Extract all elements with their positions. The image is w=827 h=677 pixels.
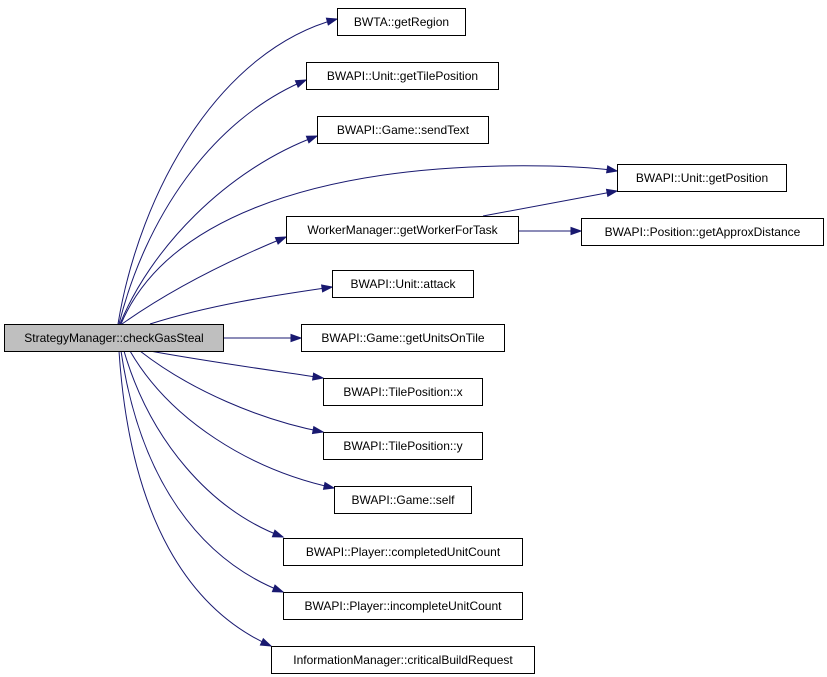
edge-root-to-getWorkerForTask bbox=[121, 236, 288, 325]
node-box bbox=[323, 432, 483, 460]
edge-root-to-attack bbox=[149, 284, 334, 325]
arrowhead-icon bbox=[271, 529, 285, 538]
root-node-root[interactable]: StrategyManager::checkGasSteal bbox=[4, 324, 224, 352]
node-box bbox=[4, 324, 224, 352]
arrowhead-icon bbox=[274, 236, 288, 245]
edge-root-to-getPosition bbox=[120, 165, 619, 325]
edge-line bbox=[139, 350, 324, 433]
node-box bbox=[283, 592, 523, 620]
node-label: BWAPI::Game::self bbox=[352, 493, 456, 507]
node-box bbox=[301, 324, 505, 352]
node-label: BWAPI::Unit::getTilePosition bbox=[327, 69, 478, 83]
nodes-layer: StrategyManager::checkGasSteal BWTA::getR… bbox=[4, 8, 824, 674]
node-box bbox=[337, 8, 466, 36]
edge-getWorkerForTask-to-getPosition bbox=[482, 188, 619, 217]
node-box bbox=[581, 218, 824, 246]
arrowhead-icon bbox=[290, 333, 303, 343]
node-box bbox=[286, 216, 519, 244]
edge-line bbox=[149, 350, 324, 379]
node-incompleteUnitCount[interactable]: BWAPI::Player::incompleteUnitCount bbox=[283, 592, 523, 620]
node-label: BWAPI::Unit::attack bbox=[351, 277, 457, 291]
node-self[interactable]: BWAPI::Game::self bbox=[334, 486, 472, 514]
edge-root-to-getUnitsOnTile bbox=[223, 333, 303, 343]
edge-line bbox=[129, 350, 335, 489]
edge-root-to-tileX bbox=[149, 350, 325, 381]
node-box bbox=[283, 538, 523, 566]
node-label: BWAPI::Unit::getPosition bbox=[636, 171, 768, 185]
edge-root-to-getTilePosition bbox=[118, 79, 308, 325]
node-label: BWAPI::Position::getApproxDistance bbox=[605, 225, 801, 239]
node-getWorkerForTask[interactable]: WorkerManager::getWorkerForTask bbox=[286, 216, 519, 244]
arrowhead-icon bbox=[321, 284, 334, 293]
node-box bbox=[617, 164, 787, 192]
node-tileY[interactable]: BWAPI::TilePosition::y bbox=[323, 432, 483, 460]
arrowhead-icon bbox=[271, 584, 285, 593]
edge-line bbox=[149, 286, 333, 325]
edge-line bbox=[120, 350, 284, 593]
edge-line bbox=[118, 350, 272, 647]
edge-root-to-criticalBuildRequest bbox=[118, 350, 273, 647]
edges-layer bbox=[117, 17, 619, 647]
node-label: BWAPI::TilePosition::y bbox=[343, 439, 462, 453]
node-box bbox=[332, 270, 474, 298]
node-label: InformationManager::criticalBuildRequest bbox=[293, 653, 513, 667]
edge-getWorkerForTask-to-getApproxDistance bbox=[518, 226, 583, 236]
edge-line bbox=[123, 350, 284, 538]
arrowhead-icon bbox=[325, 17, 339, 26]
node-box bbox=[334, 486, 472, 514]
edge-line bbox=[121, 236, 287, 325]
node-box bbox=[271, 646, 535, 674]
edge-root-to-tileY bbox=[139, 350, 325, 435]
arrowhead-icon bbox=[305, 135, 319, 144]
edge-root-to-self bbox=[129, 350, 336, 490]
edge-line bbox=[482, 190, 618, 217]
arrowhead-icon bbox=[311, 425, 325, 435]
edge-root-to-getRegion bbox=[117, 17, 339, 325]
node-getRegion[interactable]: BWTA::getRegion bbox=[337, 8, 466, 36]
node-label: BWTA::getRegion bbox=[354, 15, 449, 29]
node-label: BWAPI::Game::getUnitsOnTile bbox=[321, 331, 484, 345]
node-label: BWAPI::TilePosition::x bbox=[343, 385, 462, 399]
node-getPosition[interactable]: BWAPI::Unit::getPosition bbox=[617, 164, 787, 192]
node-getApproxDistance[interactable]: BWAPI::Position::getApproxDistance bbox=[581, 218, 824, 246]
edge-line bbox=[119, 135, 318, 325]
node-criticalBuildRequest[interactable]: InformationManager::criticalBuildRequest bbox=[271, 646, 535, 674]
node-getTilePosition[interactable]: BWAPI::Unit::getTilePosition bbox=[306, 62, 499, 90]
arrowhead-icon bbox=[570, 226, 583, 236]
node-box bbox=[306, 62, 499, 90]
arrowhead-icon bbox=[605, 165, 619, 174]
node-label: BWAPI::Player::completedUnitCount bbox=[306, 545, 501, 559]
node-sendText[interactable]: BWAPI::Game::sendText bbox=[317, 116, 489, 144]
arrowhead-icon bbox=[322, 481, 336, 490]
node-label: BWAPI::Player::incompleteUnitCount bbox=[305, 599, 503, 613]
node-box bbox=[323, 378, 483, 406]
edge-root-to-sendText bbox=[119, 135, 319, 325]
edge-line bbox=[117, 18, 338, 325]
node-getUnitsOnTile[interactable]: BWAPI::Game::getUnitsOnTile bbox=[301, 324, 505, 352]
edge-line bbox=[118, 79, 307, 325]
node-tileX[interactable]: BWAPI::TilePosition::x bbox=[323, 378, 483, 406]
node-label: StrategyManager::checkGasSteal bbox=[24, 331, 203, 345]
arrowhead-icon bbox=[294, 79, 308, 88]
edge-line bbox=[120, 165, 618, 325]
node-label: BWAPI::Game::sendText bbox=[337, 123, 470, 137]
node-attack[interactable]: BWAPI::Unit::attack bbox=[332, 270, 474, 298]
arrowhead-icon bbox=[259, 637, 273, 647]
arrowhead-icon bbox=[605, 188, 619, 198]
node-box bbox=[317, 116, 489, 144]
node-completedUnitCount[interactable]: BWAPI::Player::completedUnitCount bbox=[283, 538, 523, 566]
edge-root-to-completedUnitCount bbox=[123, 350, 285, 538]
arrowhead-icon bbox=[312, 372, 325, 381]
edge-root-to-incompleteUnitCount bbox=[120, 350, 285, 593]
node-label: WorkerManager::getWorkerForTask bbox=[307, 223, 498, 237]
